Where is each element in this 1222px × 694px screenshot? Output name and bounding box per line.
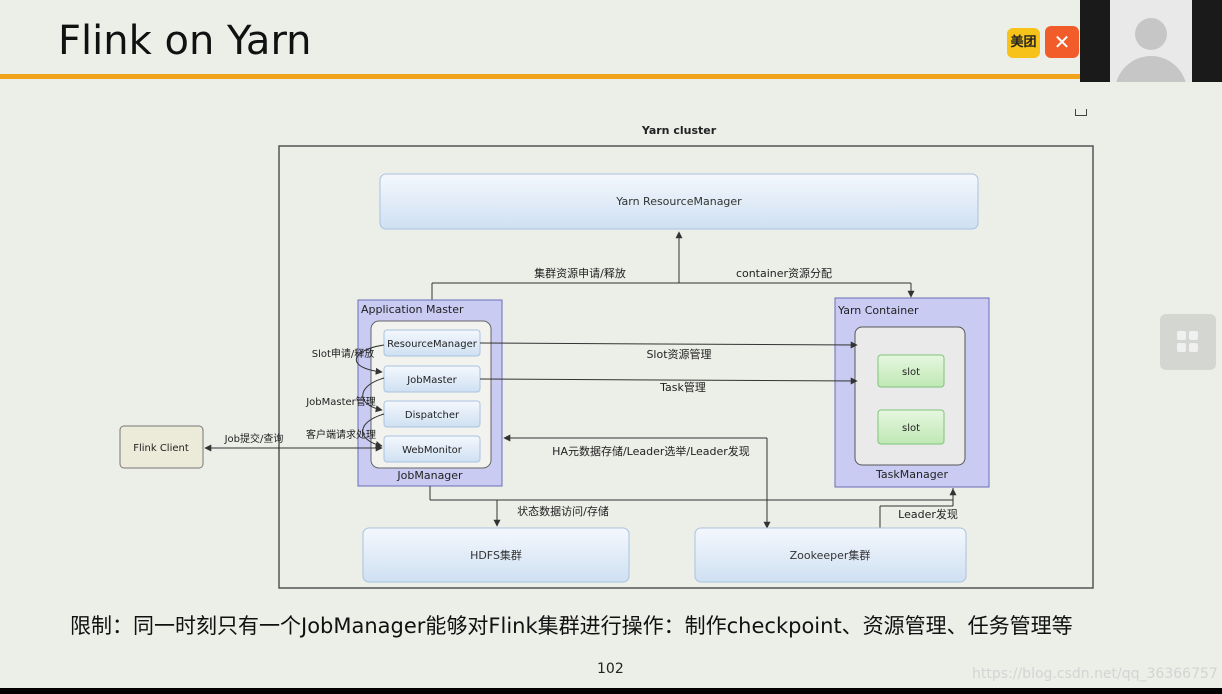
yarn-cluster-box bbox=[278, 145, 1094, 589]
slot-label-1: slot bbox=[902, 367, 920, 378]
flink-client-label: Flink Client bbox=[133, 443, 189, 454]
edge-slot-request: Slot申请/释放 bbox=[312, 347, 375, 360]
edge-container-alloc: container资源分配 bbox=[736, 266, 832, 280]
grid-icon bbox=[1177, 343, 1186, 352]
am-webmonitor-box bbox=[383, 435, 481, 463]
curve-jobmaster bbox=[362, 377, 385, 413]
grid-icon bbox=[1189, 343, 1198, 352]
zookeeper-box bbox=[694, 527, 967, 583]
hdfs-label: HDFS集群 bbox=[470, 548, 522, 562]
avatar[interactable] bbox=[1110, 0, 1192, 82]
application-master-label: Application Master bbox=[361, 303, 464, 316]
title-underline bbox=[0, 74, 1080, 79]
am-webmonitor-label: WebMonitor bbox=[402, 445, 463, 456]
slide-title: Flink on Yarn bbox=[58, 18, 312, 64]
corner-mark-icon bbox=[1075, 109, 1087, 116]
edge-slot-mgmt: Slot资源管理 bbox=[646, 347, 711, 361]
yarn-resourcemanager-label: Yarn ResourceManager bbox=[615, 195, 742, 208]
flink-client-box bbox=[119, 425, 204, 469]
am-resourcemanager-label: ResourceManager bbox=[387, 339, 478, 350]
taskmanager-label: TaskManager bbox=[875, 468, 948, 481]
page-number: 102 bbox=[597, 661, 624, 677]
am-inner-box bbox=[370, 320, 492, 469]
arrow-slot-mgmt bbox=[479, 341, 858, 349]
am-jobmaster-label: JobMaster bbox=[406, 375, 457, 386]
arrow-task-mgmt bbox=[479, 377, 858, 385]
yarn-container-label: Yarn Container bbox=[837, 304, 919, 317]
edge-jobmaster-mgmt: JobMaster管理 bbox=[305, 395, 376, 408]
edge-job-submit: Job提交/查询 bbox=[224, 432, 284, 445]
hdfs-box bbox=[362, 527, 630, 583]
yarn-resourcemanager-box bbox=[379, 173, 979, 230]
cluster-label: Yarn cluster bbox=[641, 124, 717, 137]
grid-widget-button[interactable] bbox=[1160, 314, 1216, 370]
slot-label-2: slot bbox=[902, 423, 920, 434]
edge-ha: HA元数据存储/Leader选举/Leader发现 bbox=[552, 444, 750, 458]
jobmanager-label: JobManager bbox=[396, 469, 463, 482]
edge-state: 状态数据访问/存储 bbox=[517, 504, 609, 518]
edge-client-handle: 客户端请求处理 bbox=[306, 428, 376, 441]
bottom-border bbox=[0, 688, 1222, 694]
zookeeper-label: Zookeeper集群 bbox=[790, 548, 871, 562]
footer-text: 限制：同一时刻只有一个JobManager能够对Flink集群进行操作：制作ch… bbox=[70, 614, 1073, 638]
avatar-head-icon bbox=[1135, 18, 1167, 50]
curve-slot-request bbox=[355, 344, 385, 375]
dianping-logo-icon: ✕ bbox=[1045, 26, 1079, 58]
grid-icon bbox=[1177, 331, 1186, 340]
meituan-logo-icon: 美团 bbox=[1007, 28, 1040, 58]
watermark: https://blog.csdn.net/qq_36366757 bbox=[972, 666, 1218, 682]
slot-box-2 bbox=[877, 409, 945, 445]
slot-box-1 bbox=[877, 354, 945, 388]
edge-cluster-resource: 集群资源申请/释放 bbox=[534, 266, 626, 280]
grid-icon bbox=[1189, 331, 1198, 340]
curve-client bbox=[362, 413, 385, 448]
edge-task-mgmt: Task管理 bbox=[659, 380, 706, 394]
edge-leader: Leader发现 bbox=[898, 507, 958, 521]
am-dispatcher-label: Dispatcher bbox=[405, 410, 460, 421]
